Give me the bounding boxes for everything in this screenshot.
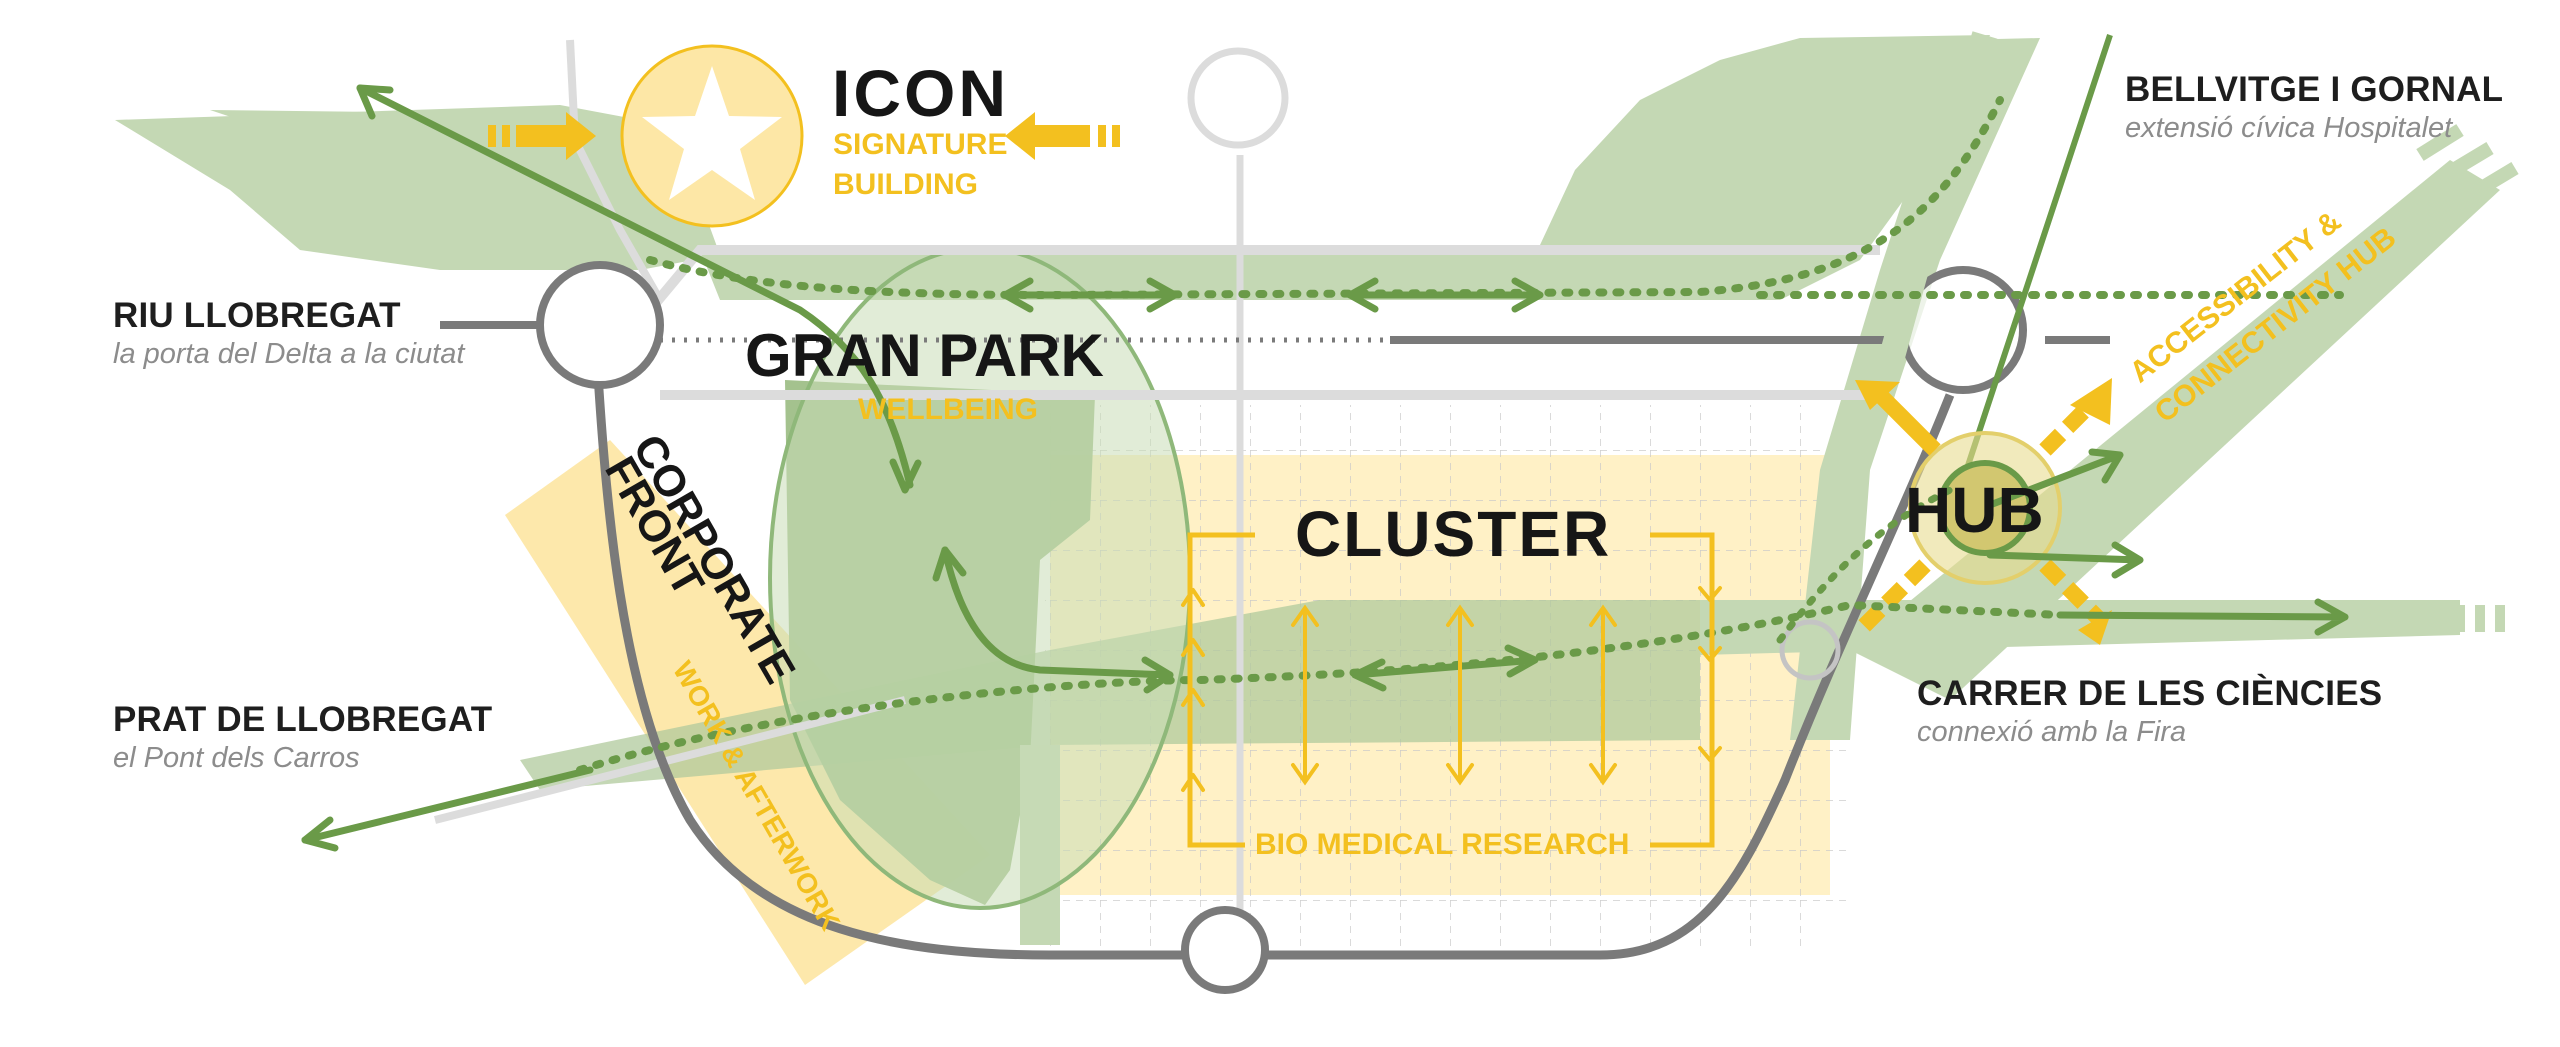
cluster-arrows xyxy=(1181,586,1722,792)
gran-park-title: GRAN PARK xyxy=(745,322,1104,389)
road-southwest xyxy=(434,696,906,824)
park-strip-west xyxy=(210,110,380,140)
road-north xyxy=(646,245,1890,400)
corridor-end-dashes xyxy=(2455,605,2505,632)
bellvitge-title: BELLVITGE I GORNAL xyxy=(2125,70,2504,109)
dotted-path-north xyxy=(646,96,2004,300)
ciencies-title: CARRER DE LES CIÈNCIES xyxy=(1917,674,2383,713)
hub-title: HUB xyxy=(1905,474,2044,546)
icon-gold-arrows xyxy=(488,112,1120,160)
station-riu xyxy=(536,261,664,389)
station-north xyxy=(1187,47,1289,149)
icon-subtitle-line2: BUILDING xyxy=(833,168,978,201)
riu-title: RIU LLOBREGAT xyxy=(113,296,401,335)
riu-subtitle: la porta del Delta a la ciutat xyxy=(113,338,465,370)
hub-core xyxy=(1937,460,2033,556)
icon-subtitle-line1: SIGNATURE xyxy=(833,128,1008,161)
dotted-path-south xyxy=(576,600,2064,774)
star-icon xyxy=(642,66,782,200)
icon-title: ICON xyxy=(832,56,1009,130)
green-corridor-east xyxy=(1700,600,2460,655)
prat-title: PRAT DE LLOBREGAT xyxy=(113,700,493,739)
dotted-path-hub xyxy=(1776,486,1954,644)
accessibility-strip xyxy=(2416,124,2519,202)
station-south xyxy=(1181,906,1269,994)
park-area-north xyxy=(700,35,1990,300)
park-area-east xyxy=(1790,38,2040,740)
cluster-frame xyxy=(1187,532,1715,848)
prat-subtitle: el Pont dels Carros xyxy=(113,742,360,774)
ciencies-subtitle: connexió amb la Fira xyxy=(1917,716,2187,748)
bellvitge-subtitle: extensió cívica Hospitalet xyxy=(2125,112,2453,144)
cluster-subtitle: BIO MEDICAL RESEARCH xyxy=(1255,828,1630,861)
road-ramp-west xyxy=(566,39,664,302)
hub-node-small xyxy=(1779,619,1841,681)
gran-park-subtitle: WELLBEING xyxy=(858,393,1038,426)
cluster-title: CLUSTER xyxy=(1295,498,1612,570)
green-arrows xyxy=(301,84,2349,852)
